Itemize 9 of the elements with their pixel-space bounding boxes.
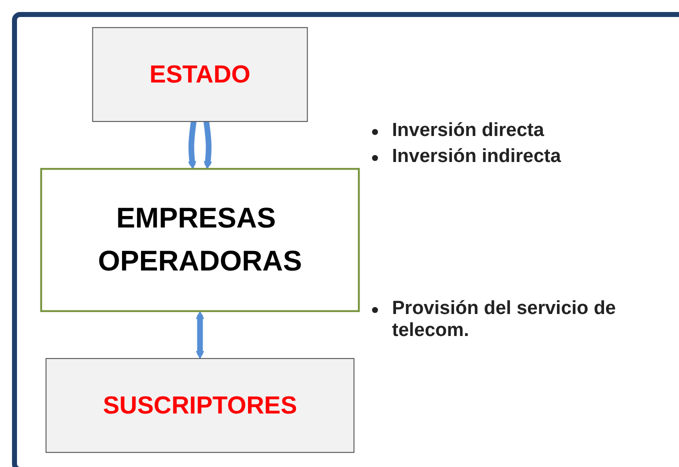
bullet-note: Provisión del servicio de telecom. — [392, 298, 617, 342]
bullet-note: Inversión indirecta — [392, 146, 561, 168]
arrow — [203, 121, 212, 170]
bullet-note: Inversión directa — [392, 120, 544, 142]
arrow — [196, 311, 204, 359]
node-box: SUSCRIPTORES — [46, 358, 354, 453]
arrow — [188, 121, 197, 170]
node-box: ESTADO — [92, 27, 308, 122]
node-box: EMPRESAS OPERADORAS — [40, 168, 360, 312]
